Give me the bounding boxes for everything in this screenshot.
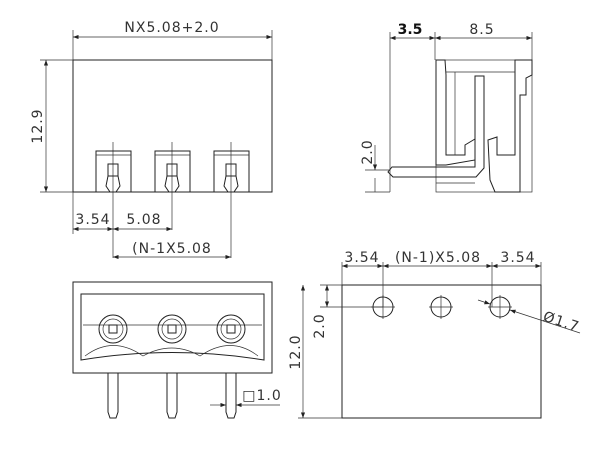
front-pin-slots xyxy=(95,142,250,258)
left-edge-dim-label: 3.54 xyxy=(344,250,379,266)
width-dim-label: NX5.08+2.0 xyxy=(124,20,219,36)
span-dim-label: (N-1X5.08 xyxy=(132,241,212,257)
pcb-layout-view: 3.54 (N-1)X5.08 3.54 2.0 12.0 Ø1.7 xyxy=(288,250,581,419)
pin-section xyxy=(387,75,485,178)
pin-height-dim-label: 2.0 xyxy=(360,139,376,164)
housing-section-right xyxy=(487,59,533,193)
height-dim-label: 12.9 xyxy=(30,108,46,143)
housing-section-left xyxy=(435,59,476,166)
pcb-span-dim-label: (N-1)X5.08 xyxy=(395,250,481,266)
hole-offset-dim-label: 2.0 xyxy=(312,313,328,338)
plug-pins xyxy=(107,373,237,419)
front-view: NX5.08+2.0 12.9 xyxy=(30,20,273,260)
offset-dim-label: 3.5 xyxy=(398,22,423,38)
plug-face-view: □1.0 xyxy=(72,281,282,419)
pitch-dim-label: 5.08 xyxy=(126,212,161,228)
side-view: 3.5 8.5 2.0 xyxy=(360,22,533,193)
right-edge-dim-label: 3.54 xyxy=(500,250,535,266)
depth-dim-label: 8.5 xyxy=(469,22,494,38)
pin-size-dim-label: □1.0 xyxy=(242,388,282,404)
pcb-height-dim-label: 12.0 xyxy=(288,334,304,369)
hole-diameter-dim-label: Ø1.7 xyxy=(541,309,581,336)
edge-to-pin-dim-label: 3.54 xyxy=(75,212,110,228)
front-body-outline xyxy=(72,59,273,193)
pcb-holes xyxy=(371,295,512,319)
plug-screws xyxy=(98,314,246,344)
